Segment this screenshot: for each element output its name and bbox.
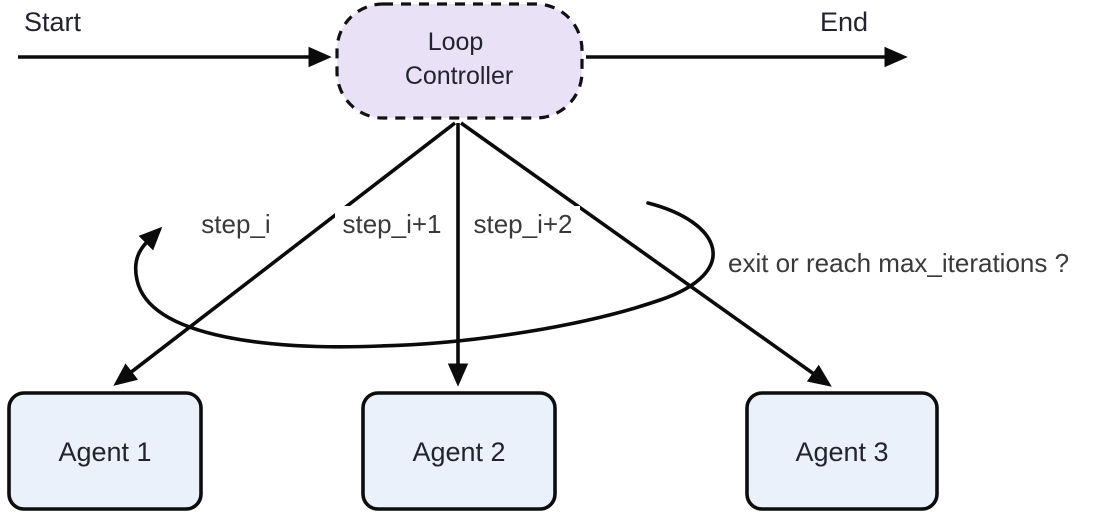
agent-2-node: Agent 2 xyxy=(361,391,557,511)
agent-3-node: Agent 3 xyxy=(745,391,939,511)
loop-controller-label-line2: Controller xyxy=(405,62,513,90)
edge-step-i-arrow xyxy=(113,121,457,386)
agent-1-node: Agent 1 xyxy=(7,391,203,511)
edge-label-step-i2: step_i+2 xyxy=(473,209,572,239)
agent-3-shape xyxy=(745,391,939,511)
label-background xyxy=(722,246,1110,282)
label-background xyxy=(335,206,449,239)
loop-back-arc-arrow xyxy=(133,201,715,349)
edge-label-step-i: step_i xyxy=(201,209,270,239)
start-label: Start xyxy=(24,7,82,37)
agent-2-shape xyxy=(361,391,557,511)
loop-controller-node: Loop Controller xyxy=(335,2,584,120)
agent-3-label: Agent 3 xyxy=(795,437,888,467)
label-background xyxy=(466,206,580,239)
edge-label-step-i1: step_i+1 xyxy=(342,209,441,239)
loop-controller-shape xyxy=(335,2,584,120)
agent-2-label: Agent 2 xyxy=(412,437,505,467)
agent-1-label: Agent 1 xyxy=(58,437,151,467)
label-background xyxy=(192,206,280,239)
agent-1-shape xyxy=(7,391,203,511)
edge-step-i2-arrow xyxy=(459,121,832,387)
loop-controller-label: Loop Controller xyxy=(405,28,513,90)
loop-exit-condition-label: exit or reach max_iterations ? xyxy=(728,248,1069,278)
loop-controller-label-line1: Loop xyxy=(428,28,484,56)
end-label: End xyxy=(820,7,868,37)
